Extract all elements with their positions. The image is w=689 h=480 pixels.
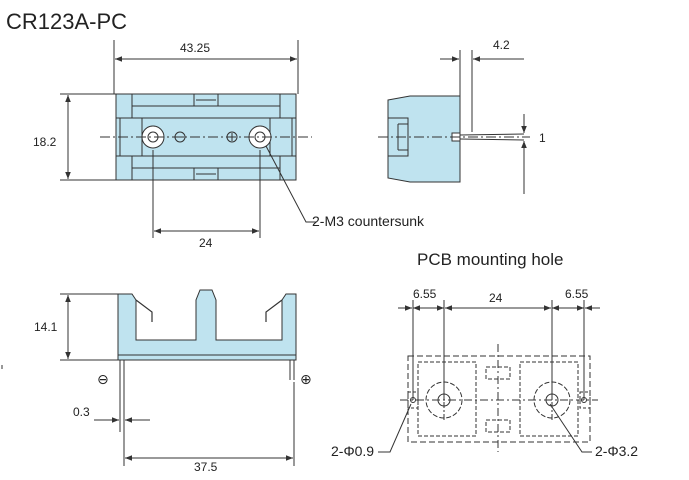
dim-14-1: 14.1 (34, 320, 58, 334)
dim-37-5: 37.5 (194, 460, 218, 474)
pcb-view (378, 300, 600, 453)
dim-6-55-left: 6.55 (413, 287, 437, 301)
side-view (378, 50, 530, 194)
holder-front-body (117, 289, 297, 361)
drawing-title: CR123A-PC (6, 9, 127, 34)
dim-4-2: 4.2 (493, 38, 510, 52)
minus-terminal-icon: ⊖ (97, 371, 109, 387)
small-hole-callout: 2-Φ0.9 (331, 443, 374, 459)
plus-terminal-icon: ⊕ (300, 371, 312, 387)
dim-1: 1 (539, 131, 546, 145)
dim-0-3: 0.3 (73, 405, 90, 419)
countersunk-callout: 2-M3 countersunk (312, 213, 425, 229)
dim-43-25: 43.25 (180, 41, 210, 55)
pcb-footprint-outline (407, 355, 591, 443)
top-view (60, 40, 316, 238)
pcb-title: PCB mounting hole (417, 250, 563, 269)
large-hole-callout: 2-Φ3.2 (595, 443, 638, 459)
left-pin-hole (410, 397, 416, 403)
dim-24-pcb: 24 (489, 291, 503, 305)
dim-24-top: 24 (199, 236, 213, 250)
dim-18-2: 18.2 (33, 135, 57, 149)
dim-6-55-right: 6.55 (565, 287, 589, 301)
front-view (1, 289, 297, 466)
